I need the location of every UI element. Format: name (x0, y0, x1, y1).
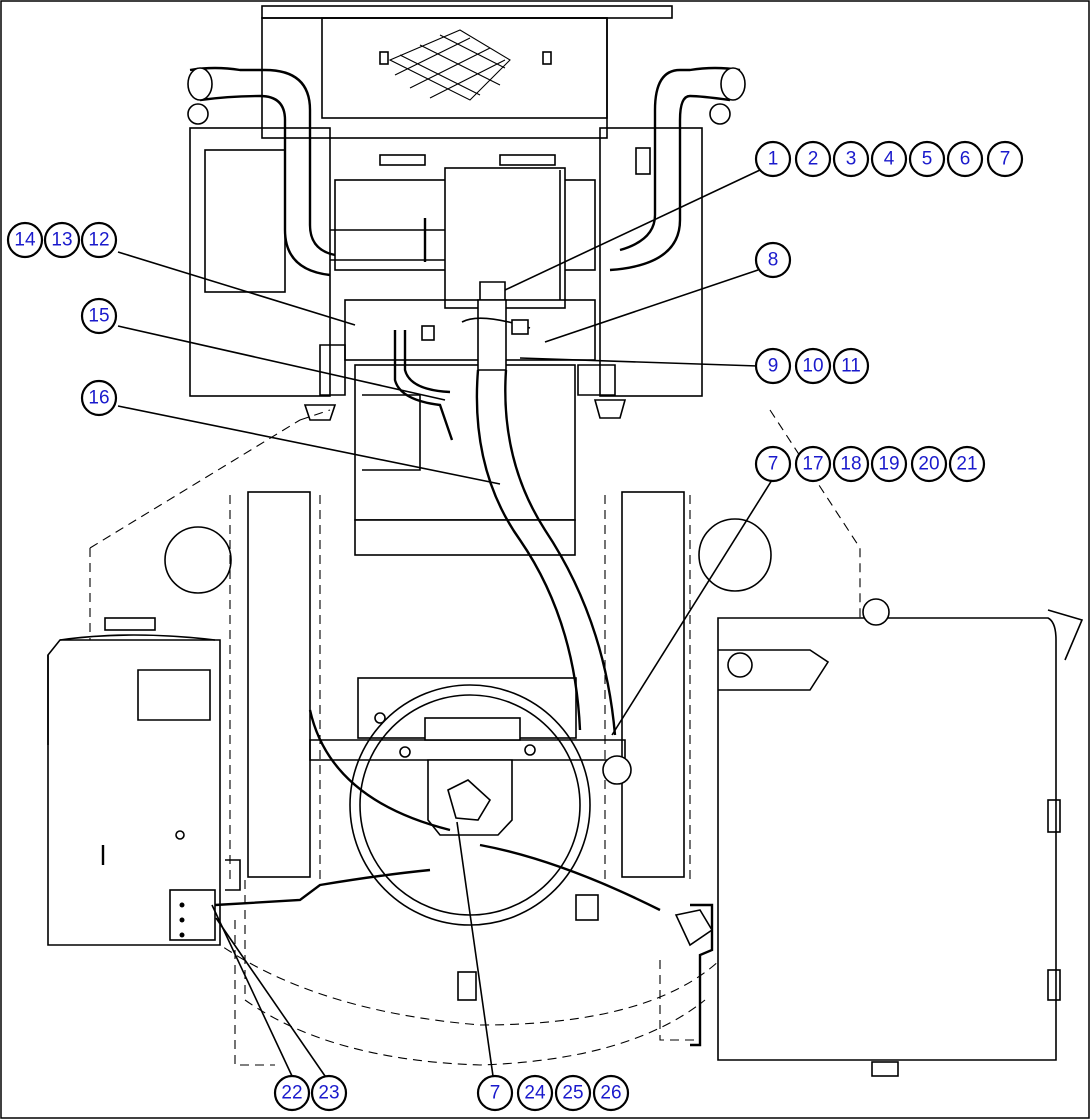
leader-lines (117, 169, 773, 1077)
callout-balloon: 21 (948, 445, 986, 483)
callout-group-7: 7 17 18 19 20 21 (754, 445, 986, 483)
callout-balloon: 26 (592, 1074, 630, 1112)
callout-balloon: 2 (794, 140, 832, 178)
callout-number: 17 (802, 454, 823, 475)
callout-group-3: 9 10 11 (754, 347, 870, 385)
callout-number: 18 (840, 454, 861, 475)
callout-balloon: 20 (910, 445, 948, 483)
callout-balloon: 23 (310, 1074, 348, 1112)
callout-number: 9 (768, 356, 779, 377)
callout-group-9: 7 24 25 26 (476, 1074, 630, 1112)
callout-number: 25 (562, 1083, 583, 1104)
callout-number: 12 (88, 230, 109, 251)
callout-group-4: 14 13 12 (6, 221, 118, 259)
callout-balloon: 4 (870, 140, 908, 178)
callout-balloon: 12 (80, 221, 118, 259)
callout-group-6: 16 (80, 379, 118, 417)
callout-group-2: 8 (754, 241, 792, 279)
callout-number: 16 (88, 388, 109, 409)
callout-number: 8 (768, 250, 779, 271)
callout-number: 19 (878, 454, 899, 475)
callout-balloon: 13 (43, 221, 81, 259)
callout-balloon: 6 (946, 140, 984, 178)
callout-number: 15 (88, 306, 109, 327)
callout-balloon: 7 (754, 445, 792, 483)
callout-group-8: 22 23 (273, 1074, 348, 1112)
callout-number: 20 (918, 454, 939, 475)
callout-number: 24 (524, 1083, 546, 1104)
callout-balloon: 7 (476, 1074, 514, 1112)
callout-number: 1 (768, 149, 779, 170)
callout-group-1: 1 2 3 4 5 6 7 (754, 140, 1024, 178)
callout-balloon: 22 (273, 1074, 311, 1112)
machine-drawing (47, 5, 1084, 1077)
callout-number: 7 (1000, 149, 1011, 170)
callout-balloon: 3 (832, 140, 870, 178)
callout-number: 26 (600, 1083, 621, 1104)
callout-balloon: 17 (794, 445, 832, 483)
callout-number: 5 (922, 149, 933, 170)
callout-number: 13 (51, 230, 72, 251)
callout-balloon: 7 (986, 140, 1024, 178)
callout-balloon: 8 (754, 241, 792, 279)
callout-balloon: 1 (754, 140, 792, 178)
callout-number: 21 (956, 454, 977, 475)
callout-number: 3 (846, 149, 857, 170)
callout-balloon: 5 (908, 140, 946, 178)
callout-balloon: 18 (832, 445, 870, 483)
callout-number: 22 (281, 1083, 302, 1104)
callout-number: 7 (768, 454, 779, 475)
callout-number: 10 (802, 356, 823, 377)
callout-group-5: 15 (80, 297, 118, 335)
callout-balloon: 15 (80, 297, 118, 335)
callout-balloon: 24 (516, 1074, 554, 1112)
callout-balloon: 16 (80, 379, 118, 417)
callout-balloon: 19 (870, 445, 908, 483)
callout-number: 23 (318, 1083, 339, 1104)
callout-balloon: 14 (6, 221, 44, 259)
callout-number: 14 (14, 230, 36, 251)
callout-balloon: 9 (754, 347, 792, 385)
callout-balloon: 10 (794, 347, 832, 385)
callout-balloon: 25 (554, 1074, 592, 1112)
callout-number: 2 (808, 149, 819, 170)
callout-balloon: 11 (832, 347, 870, 385)
callout-number: 11 (841, 356, 861, 377)
callout-number: 7 (490, 1083, 501, 1104)
callout-number: 4 (884, 149, 895, 170)
callout-number: 6 (960, 149, 971, 170)
